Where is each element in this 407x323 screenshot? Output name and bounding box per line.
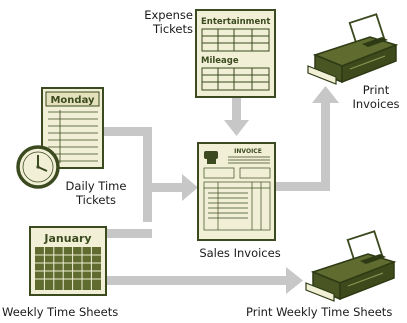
arrow-invoice-horizontal	[275, 182, 330, 191]
weekly-time-sheet-form: January	[29, 226, 107, 296]
arrow-daily-horizontal	[102, 127, 152, 136]
expense-tickets-label: Expense Tickets	[133, 8, 193, 36]
january-label: January	[43, 232, 91, 245]
printer-weekly-icon	[305, 230, 397, 302]
weekly-time-sheets-label: Weekly Time Sheets	[2, 305, 119, 319]
expense-heading-mileage: Mileage	[201, 56, 239, 66]
arrow-expense-to-invoice	[232, 96, 241, 124]
daily-time-tickets-label: Daily Time Tickets	[64, 179, 128, 207]
arrowhead-expense-to-invoice	[224, 120, 249, 136]
daily-time-tickets-label-line1: Daily Time	[65, 179, 127, 193]
print-invoices-label-line1: Print	[362, 83, 390, 97]
daily-time-tickets-label-line2: Tickets	[75, 193, 116, 207]
phone-icon	[204, 151, 218, 164]
monday-label: Monday	[50, 95, 95, 106]
expense-ticket-form: Entertainment Mileage	[195, 9, 276, 98]
arrow-weekly-to-print	[104, 276, 289, 285]
expense-heading-entertainment: Entertainment	[201, 17, 270, 27]
expense-tickets-label-line1: Expense	[144, 8, 193, 22]
print-weekly-time-sheets-label: Print Weekly Time Sheets	[246, 305, 393, 319]
flow-arrows	[102, 86, 339, 294]
clock-icon	[16, 145, 60, 189]
arrow-daily-vertical	[143, 127, 152, 222]
expense-tickets-label-line2: Tickets	[152, 22, 193, 36]
arrow-merge-to-invoice	[143, 183, 185, 192]
arrowhead-weekly-to-print	[286, 267, 303, 294]
arrowhead-invoice-to-printer	[312, 86, 339, 103]
arrow-invoice-vertical	[321, 100, 330, 191]
arrowhead-merge-to-invoice	[182, 174, 198, 201]
print-invoices-label-line2: Invoices	[352, 97, 400, 111]
print-invoices-label: Print Invoices	[346, 83, 406, 111]
printer-invoices-icon	[307, 13, 399, 85]
invoice-title: INVOICE	[234, 148, 262, 155]
sales-invoice-form: INVOICE	[197, 142, 276, 241]
arrow-weekly-to-merge	[104, 229, 152, 238]
sales-invoices-label: Sales Invoices	[199, 246, 281, 260]
